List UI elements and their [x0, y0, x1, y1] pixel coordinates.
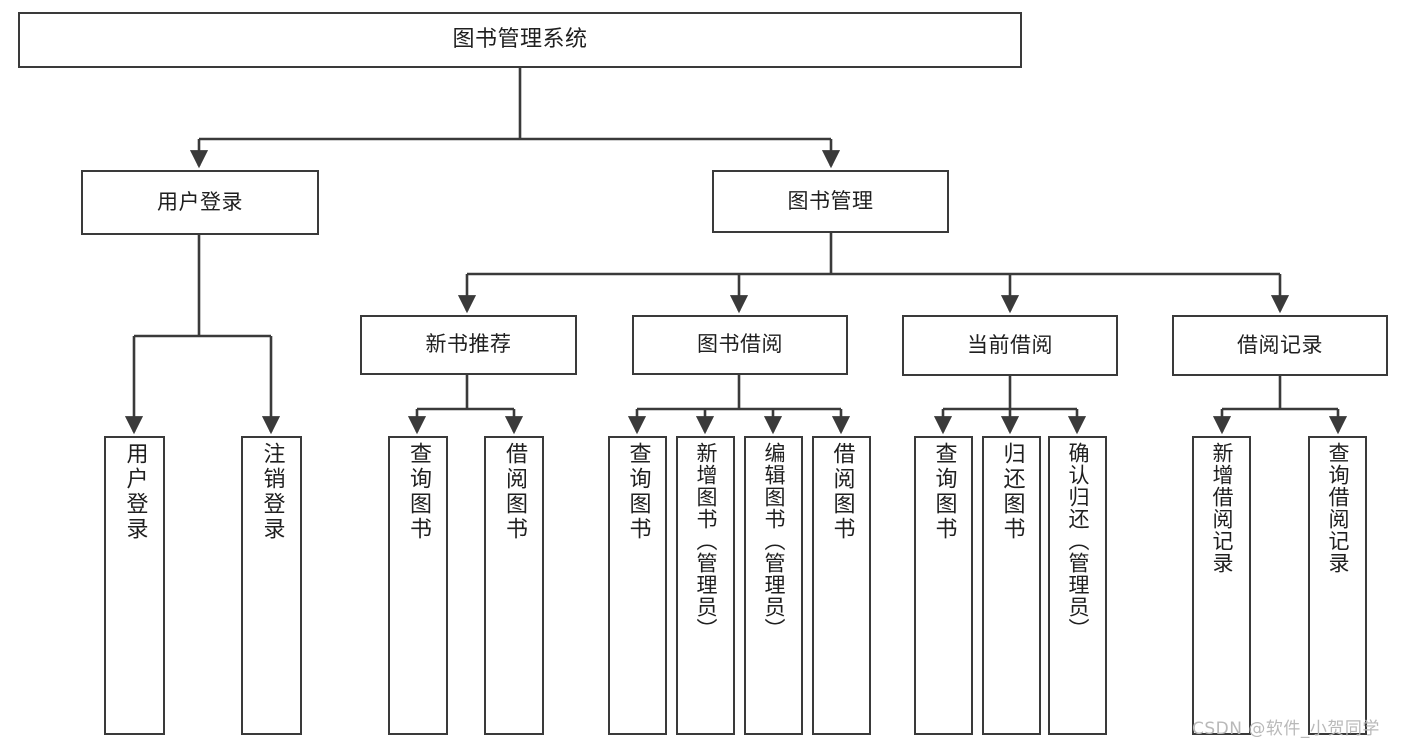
leaf-borrow-book-recommend[interactable]: 借阅图书	[484, 436, 544, 735]
node-label: 查询图书	[931, 442, 957, 542]
node-label: 新增图书（管理员）	[694, 442, 718, 640]
node-label: 图书借阅	[697, 332, 783, 357]
csdn-watermark: CSDN @软件_小贺同学	[1192, 719, 1380, 739]
node-label: 借阅记录	[1237, 332, 1323, 357]
node-label: 查询借阅记录	[1326, 442, 1350, 574]
node-new-book-recommend[interactable]: 新书推荐	[360, 315, 577, 375]
node-label: 注销登录	[259, 442, 285, 542]
leaf-return-book[interactable]: 归还图书	[982, 436, 1041, 735]
node-label: 借阅图书	[502, 442, 527, 542]
node-label: 确认归还（管理员）	[1066, 442, 1090, 640]
node-label: 查询图书	[406, 442, 431, 542]
leaf-query-borrow-record[interactable]: 查询借阅记录	[1308, 436, 1367, 735]
leaf-query-book-current[interactable]: 查询图书	[914, 436, 973, 735]
node-root-system[interactable]: 图书管理系统	[18, 12, 1022, 68]
node-label: 新书推荐	[425, 332, 512, 357]
node-label: 当前借阅	[967, 332, 1053, 357]
node-label: 用户登录	[122, 442, 148, 542]
node-borrow-record[interactable]: 借阅记录	[1172, 315, 1388, 376]
leaf-add-book-admin[interactable]: 新增图书（管理员）	[676, 436, 735, 735]
node-book-management[interactable]: 图书管理	[712, 170, 949, 233]
leaf-query-book-borrow[interactable]: 查询图书	[608, 436, 667, 735]
leaf-confirm-return-admin[interactable]: 确认归还（管理员）	[1048, 436, 1107, 735]
leaf-edit-book-admin[interactable]: 编辑图书（管理员）	[744, 436, 803, 735]
node-current-borrow[interactable]: 当前借阅	[902, 315, 1118, 376]
node-label: 用户登录	[157, 189, 243, 214]
leaf-add-borrow-record[interactable]: 新增借阅记录	[1192, 436, 1251, 735]
node-label: 图书管理系统	[452, 26, 588, 52]
node-label: 借阅图书	[829, 442, 855, 542]
node-user-login[interactable]: 用户登录	[81, 170, 319, 235]
leaf-logout[interactable]: 注销登录	[241, 436, 302, 735]
leaf-query-book-recommend[interactable]: 查询图书	[388, 436, 448, 735]
node-label: 图书管理	[787, 188, 874, 213]
node-label: 查询图书	[625, 442, 651, 542]
leaf-borrow-book[interactable]: 借阅图书	[812, 436, 871, 735]
node-label: 编辑图书（管理员）	[762, 442, 786, 640]
node-label: 归还图书	[999, 442, 1025, 542]
node-label: 新增借阅记录	[1210, 442, 1234, 574]
leaf-user-login[interactable]: 用户登录	[104, 436, 165, 735]
node-book-borrow[interactable]: 图书借阅	[632, 315, 848, 375]
